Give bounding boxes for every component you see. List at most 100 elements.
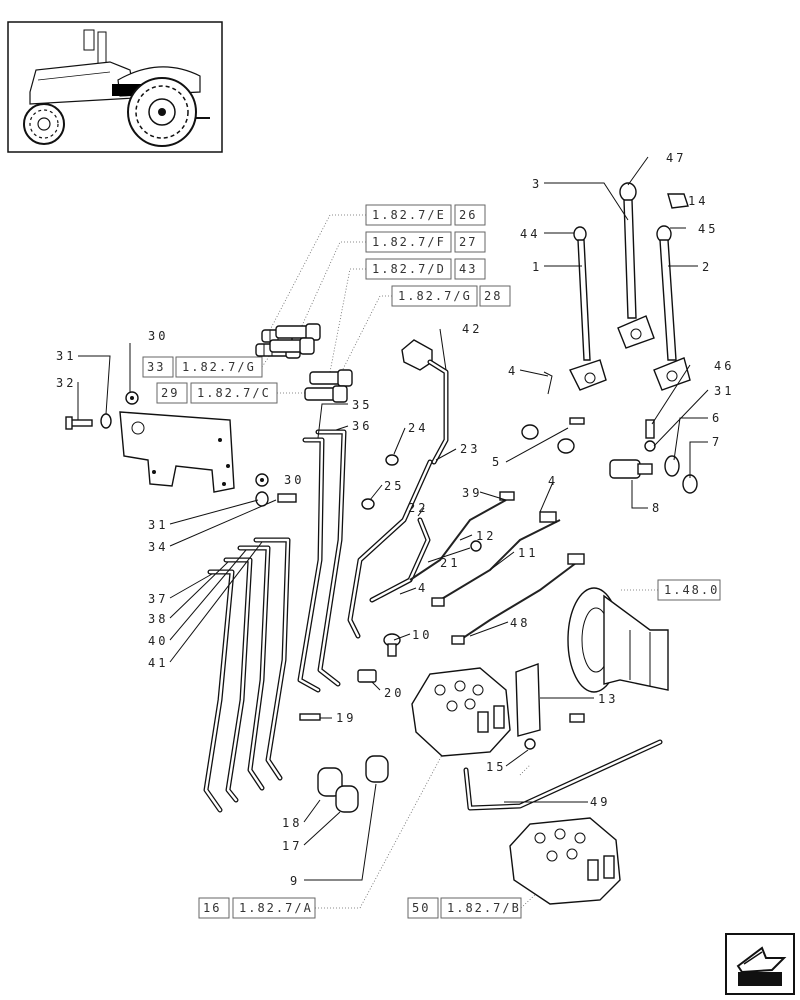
fitting-15 xyxy=(524,738,536,750)
svg-text:1.82.7/E: 1.82.7/E xyxy=(372,208,446,222)
fitting-21 xyxy=(470,540,482,552)
fitting-25 xyxy=(361,498,375,510)
svg-text:26: 26 xyxy=(459,208,477,222)
nut-30-top xyxy=(125,391,139,405)
ref-box-1-82-7-f[interactable]: 1.82.7/F 27 xyxy=(365,231,486,253)
mounting-bracket-plate xyxy=(119,411,235,493)
svg-text:28: 28 xyxy=(484,289,502,303)
ring-6 xyxy=(664,455,680,477)
callout-32: 32 xyxy=(56,376,76,390)
bracket-42 xyxy=(401,339,449,465)
callout-42: 42 xyxy=(462,322,482,336)
callout-15: 15 xyxy=(486,760,506,774)
callout-34: 34 xyxy=(148,540,168,554)
bolt-32 xyxy=(65,416,93,430)
lever-3 xyxy=(617,182,655,349)
callout-41: 41 xyxy=(148,656,168,670)
callout-37: 37 xyxy=(148,592,168,606)
lever-2 xyxy=(653,225,691,391)
callout-31-top: 31 xyxy=(56,349,76,363)
callout-4-top: 4 xyxy=(508,364,518,378)
svg-text:1.82.7/F: 1.82.7/F xyxy=(372,235,446,249)
svg-text:1.82.7/G: 1.82.7/G xyxy=(398,289,472,303)
callout-2: 2 xyxy=(702,260,712,274)
callout-46: 46 xyxy=(714,359,734,373)
tractor-thumbnail xyxy=(7,21,223,153)
callout-20: 20 xyxy=(384,686,404,700)
ref-box-33[interactable]: 33 1.82.7/G xyxy=(142,356,263,378)
callout-7: 7 xyxy=(712,435,722,449)
callout-31-mid: 31 xyxy=(148,518,168,532)
callout-5: 5 xyxy=(492,455,502,469)
ref-box-29[interactable]: 29 1.82.7/C xyxy=(156,382,278,404)
callout-35: 35 xyxy=(352,398,372,412)
washer-5b xyxy=(557,438,575,454)
callout-23: 23 xyxy=(460,442,480,456)
electric-cables xyxy=(409,491,585,645)
callout-25: 25 xyxy=(384,479,404,493)
axle-housing xyxy=(567,587,669,693)
callout-18: 18 xyxy=(282,816,302,830)
svg-text:16: 16 xyxy=(203,901,221,915)
callout-19: 19 xyxy=(336,711,356,725)
callout-6: 6 xyxy=(712,411,722,425)
callout-numbers: 47 3 14 44 45 1 2 42 30 31 4 46 32 31 35… xyxy=(56,151,734,888)
ref-box-50[interactable]: 50 1.82.7/B xyxy=(407,897,522,919)
callout-4-low: 4 xyxy=(418,581,428,595)
svg-text:50: 50 xyxy=(412,901,430,915)
boot-17 xyxy=(335,785,359,813)
control-valve-main xyxy=(411,667,511,757)
svg-text:29: 29 xyxy=(161,386,179,400)
callout-14: 14 xyxy=(688,194,708,208)
quick-coupler-group xyxy=(255,323,353,403)
callout-12: 12 xyxy=(476,529,496,543)
callout-3: 3 xyxy=(532,177,542,191)
callout-21: 21 xyxy=(440,556,460,570)
ref-box-1-82-7-e[interactable]: 1.82.7/E 26 xyxy=(365,204,486,226)
callout-31-right: 31 xyxy=(714,384,734,398)
svg-text:1.82.7/G: 1.82.7/G xyxy=(182,360,256,374)
callout-24: 24 xyxy=(408,421,428,435)
boot-9 xyxy=(365,755,389,783)
svg-text:1.82.7/D: 1.82.7/D xyxy=(372,262,446,276)
svg-text:1.82.7/B: 1.82.7/B xyxy=(447,901,521,915)
callout-17: 17 xyxy=(282,839,302,853)
fitting-10 xyxy=(383,633,401,657)
bolt-34 xyxy=(277,493,297,503)
svg-text:33: 33 xyxy=(147,360,165,374)
ref-box-16[interactable]: 16 1.82.7/A xyxy=(198,897,316,919)
ref-box-1-82-7-d[interactable]: 1.82.7/D 43 xyxy=(365,258,486,280)
ref-box-1-82-7-g[interactable]: 1.82.7/G 28 xyxy=(391,285,511,307)
callout-45: 45 xyxy=(698,222,718,236)
callout-9: 9 xyxy=(290,874,300,888)
hydraulic-pipes xyxy=(203,429,663,813)
callout-1: 1 xyxy=(532,260,542,274)
washer-31-left xyxy=(100,413,112,429)
pin-5 xyxy=(569,417,585,425)
svg-text:27: 27 xyxy=(459,235,477,249)
knob-14 xyxy=(667,193,689,209)
screw-19 xyxy=(299,713,321,721)
boot-18 xyxy=(317,767,343,797)
callout-10: 10 xyxy=(412,628,432,642)
callout-39: 39 xyxy=(462,486,482,500)
pin-4-top xyxy=(543,371,553,395)
control-valve-alt xyxy=(509,817,621,905)
washer-31-right xyxy=(644,440,656,452)
callout-36: 36 xyxy=(352,419,372,433)
cylinder-8 xyxy=(609,459,653,479)
washer-5a xyxy=(521,424,539,440)
fitting-20 xyxy=(357,669,377,683)
ref-box-1-48-0[interactable]: 1.48.0 xyxy=(657,579,721,601)
callout-40: 40 xyxy=(148,634,168,648)
callout-49: 49 xyxy=(590,795,610,809)
callout-22: 22 xyxy=(408,501,428,515)
svg-text:43: 43 xyxy=(459,262,477,276)
callout-38: 38 xyxy=(148,612,168,626)
bracket-13 xyxy=(515,663,585,737)
arrow-next-page-icon[interactable] xyxy=(725,933,795,995)
callout-11: 11 xyxy=(518,546,538,560)
bolt-46 xyxy=(645,419,655,439)
callout-4-mid: 4 xyxy=(548,474,558,488)
nut-30-mid xyxy=(255,473,269,487)
